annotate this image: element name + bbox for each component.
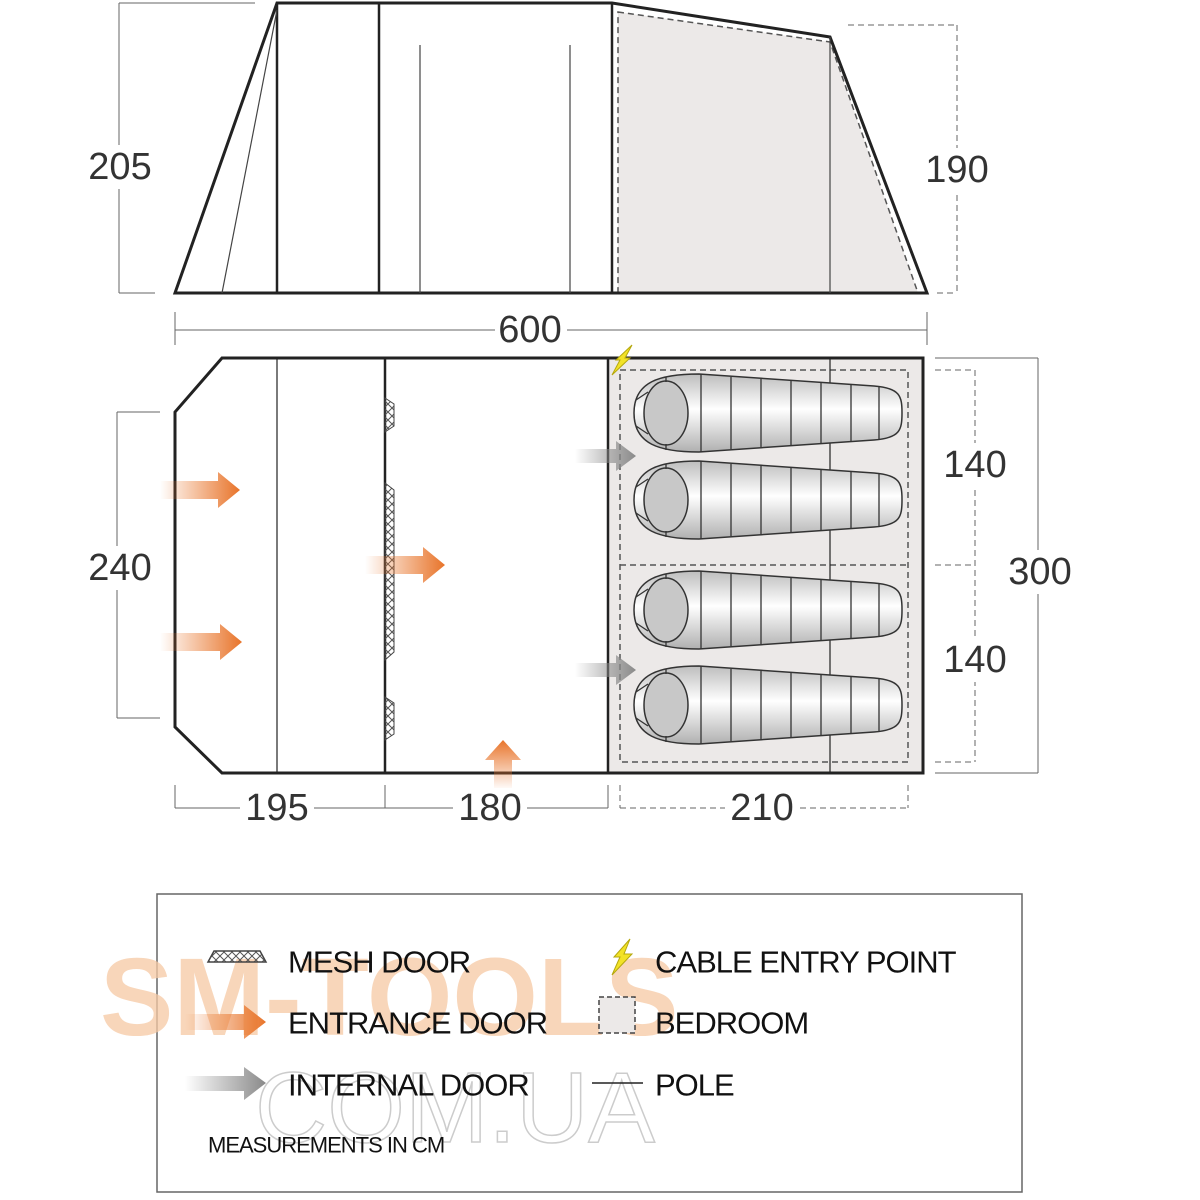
sleeping-bag <box>633 373 903 453</box>
legend-mesh-door: MESH DOOR <box>288 945 470 980</box>
legend-box <box>156 893 1023 1193</box>
measurements-note: MEASUREMENTS IN CM <box>208 1133 444 1158</box>
legend-bedroom: BEDROOM <box>655 1006 808 1041</box>
legend-internal-door: INTERNAL DOOR <box>288 1068 529 1103</box>
legend-pole: POLE <box>655 1068 734 1103</box>
bedroom-icon <box>598 996 636 1034</box>
cable-entry-icon <box>611 344 633 376</box>
dim-label-140-top: 140 <box>943 444 1006 486</box>
side-seams <box>221 9 831 294</box>
sleeping-bag <box>633 460 903 540</box>
legend: SM-TOOLS COM.UA MESH DOOR ENTRANCE DOOR … <box>100 893 1023 1193</box>
cable-entry-icon <box>611 938 634 976</box>
bedroom-outline <box>619 369 909 763</box>
dim-label-300: 300 <box>1008 551 1071 593</box>
mesh-doors <box>384 397 395 741</box>
dim-label-190: 190 <box>925 149 988 191</box>
watermark-sub: COM.UA <box>255 1052 655 1164</box>
dim-line-195-180 <box>174 785 609 809</box>
sleeping-bag <box>633 570 903 650</box>
legend-entrance-door: ENTRANCE DOOR <box>288 1006 547 1041</box>
dim-label-180: 180 <box>458 787 521 829</box>
dim-label-140-bottom: 140 <box>943 639 1006 681</box>
dim-line-140 <box>935 369 976 763</box>
dim-label-205: 205 <box>88 146 151 188</box>
floor-plan: 240 300 140 140 195 180 210 <box>85 344 1075 829</box>
watermark: SM-TOOLS <box>100 936 679 1059</box>
sleeping-bag <box>633 665 903 745</box>
dim-label-195: 195 <box>245 787 308 829</box>
mesh-door-icon <box>206 950 268 963</box>
dim-label-240: 240 <box>88 547 151 589</box>
legend-cable-entry-point: CABLE ENTRY POINT <box>655 945 957 980</box>
internal-door-arrows <box>575 441 636 685</box>
tent-floor-outline <box>173 356 925 775</box>
side-elevation: 205 190 600 <box>88 1 992 351</box>
entrance-door-arrows <box>160 472 521 790</box>
entrance-door-icon <box>185 1005 266 1039</box>
side-poles <box>275 3 614 293</box>
tent-side-outline <box>172 1 930 295</box>
dim-label-600: 600 <box>498 309 561 351</box>
dim-label-210: 210 <box>730 787 793 829</box>
internal-door-icon <box>185 1067 266 1100</box>
